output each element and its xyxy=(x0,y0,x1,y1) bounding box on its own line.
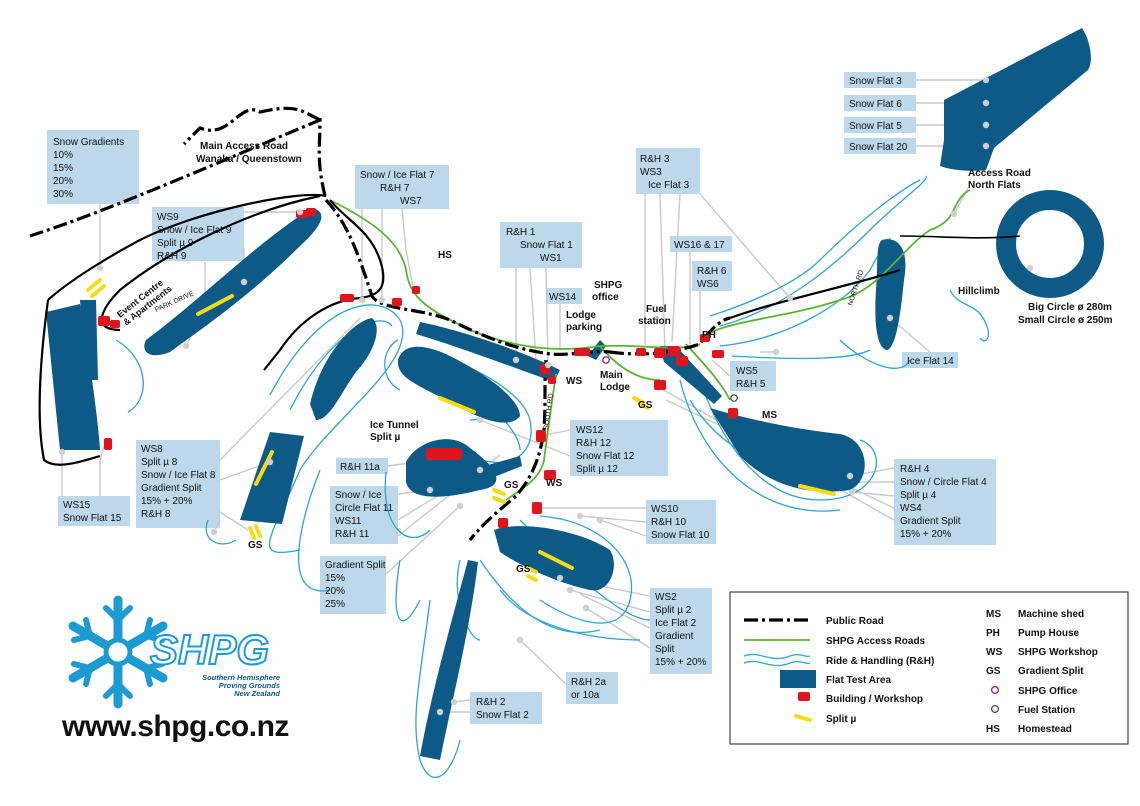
legend-building: Building / Workshop xyxy=(826,694,923,705)
leader-dots xyxy=(58,76,1034,716)
hillclimb-label: Hillclimb xyxy=(958,286,1000,297)
buildings xyxy=(98,208,738,528)
legend-desc-hs: Homestead xyxy=(1018,724,1072,735)
flat-14 xyxy=(875,239,906,350)
legend-public-road: Public Road xyxy=(826,616,884,627)
flat-lodge-strip xyxy=(588,340,606,360)
flat-8 xyxy=(240,432,304,524)
legend-desc-ms: Machine shed xyxy=(1018,609,1084,620)
shpg-office-marker xyxy=(602,356,610,364)
label-boxes xyxy=(47,72,996,724)
flat-4 xyxy=(710,408,865,492)
flat-1 xyxy=(397,346,520,423)
ws-south-label: WS xyxy=(546,478,562,489)
legend-desc-ph: Pump House xyxy=(1018,628,1080,639)
legend-desc-fuel: Fuel Station xyxy=(1018,705,1075,716)
split-mu-markers xyxy=(86,278,836,582)
north-flats xyxy=(940,28,1091,171)
legend-desc-office: SHPG Office xyxy=(1018,686,1078,697)
legend-desc-ws: SHPG Workshop xyxy=(1018,647,1098,658)
homestead-label: HS xyxy=(438,250,452,261)
logo-wordmark: SHPG xyxy=(149,625,270,674)
logo-subtitle-2: Proving Grounds xyxy=(218,681,280,690)
flat-15 xyxy=(46,304,100,450)
legend: Public Road SHPG Access Roads Ride & Han… xyxy=(729,591,1129,745)
legend-code-gs: GS xyxy=(986,666,1001,677)
legend-code-hs: HS xyxy=(986,724,1000,735)
legend-code-ms: MS xyxy=(986,609,1001,620)
ws16-label: WS16 & 17 xyxy=(674,240,725,251)
legend-ride-handling: Ride & Handling (R&H) xyxy=(826,656,934,667)
flat-11-tongue xyxy=(470,456,522,484)
gs-11-label: GS xyxy=(504,480,519,491)
north-rd-label: NORTH RD xyxy=(847,269,865,306)
machine-shed-label: MS xyxy=(762,410,777,421)
ws-lodge-label: WS xyxy=(566,376,582,387)
fuel-station-marker xyxy=(730,394,738,402)
legend-code-ph: PH xyxy=(986,628,1000,639)
snow-flat-6-label: Snow Flat 6 xyxy=(849,99,902,110)
rh11a-label: R&H 11a xyxy=(340,462,380,473)
legend-access-roads: SHPG Access Roads xyxy=(826,636,926,647)
legend-flat-test-area: Flat Test Area xyxy=(826,675,891,686)
legend-office-icon xyxy=(990,685,1000,695)
big-circle-track xyxy=(996,190,1104,298)
snowflake-logo-icon xyxy=(68,595,168,709)
logo-subtitle-3: New Zealand xyxy=(234,689,280,698)
gs-lodge-label: GS xyxy=(638,400,653,411)
snow-flat-20-label: Snow Flat 20 xyxy=(849,142,908,153)
gs-10-label: GS xyxy=(516,564,531,575)
legend-code-ws: WS xyxy=(986,647,1002,658)
legend-desc-gs: Gradient Split xyxy=(1018,666,1084,677)
snow-flat-5-label: Snow Flat 5 xyxy=(849,121,902,132)
flat-2 xyxy=(420,560,478,760)
snow-flat-3-label: Snow Flat 3 xyxy=(849,76,902,87)
flat-7 xyxy=(310,318,377,420)
gs-8-label: GS xyxy=(248,540,263,551)
flat-9 xyxy=(144,208,322,356)
logo-subtitle-1: Southern Hemisphere xyxy=(202,673,280,682)
flat-3 xyxy=(660,346,722,404)
ice-flat-14-label: Ice Flat 14 xyxy=(907,356,954,367)
legend-fuel-icon xyxy=(990,704,999,713)
pump-house-label: PH xyxy=(702,330,716,341)
legend-split-mu: Split µ xyxy=(826,714,856,725)
ws14-label: WS14 xyxy=(549,292,577,303)
flat-test-areas xyxy=(46,28,1104,760)
strip-event xyxy=(80,300,98,380)
flat-lodge xyxy=(416,322,560,382)
website-link[interactable]: www.shpg.co.nz xyxy=(62,710,289,743)
